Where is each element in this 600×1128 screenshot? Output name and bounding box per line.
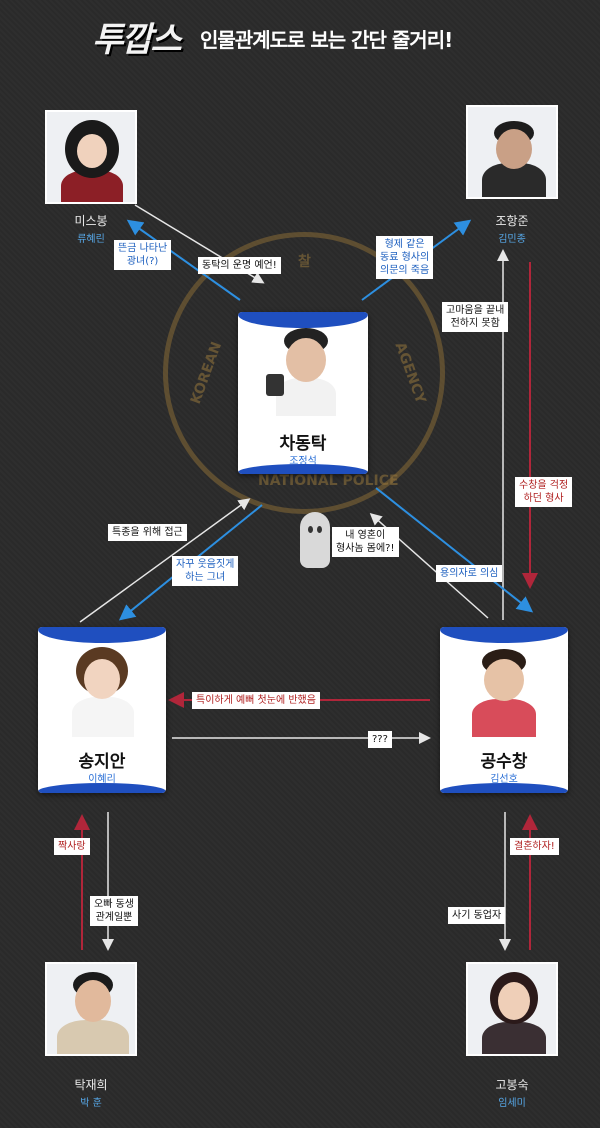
ghost-eye-left — [308, 526, 313, 533]
portrait-songjian — [54, 645, 150, 737]
name-gobongsuk: 고봉숙 — [495, 1078, 529, 1092]
portrait-chadongtak — [258, 326, 350, 416]
title-highlight: 간단 줄거리! — [351, 28, 453, 52]
label-misbong: 뜬금 나타난 광녀(?) — [114, 240, 172, 270]
card-band-top — [38, 627, 166, 643]
photo-gobongsuk — [466, 962, 558, 1056]
name-chadongtak: 차동탁 — [279, 434, 327, 454]
label-unknown: ??? — [368, 731, 392, 748]
title-prefix: 인물관계도로 보는 — [200, 28, 352, 52]
ghost-icon — [300, 512, 330, 568]
label-prophecy: 동탁의 운명 예언! — [198, 257, 281, 274]
label-scoop: 특종을 위해 접근 — [108, 524, 187, 541]
actor-johangjun: 김민종 — [498, 234, 526, 245]
label-doubt: 용의자로 의심 — [436, 565, 503, 582]
portrait-gongsuchang — [456, 645, 552, 737]
photo-takjaehee — [45, 962, 137, 1056]
arrow-chadongtak-to-misbong — [126, 219, 241, 301]
figure-face — [75, 980, 111, 1022]
figure-body — [482, 1022, 546, 1054]
label-love: 특이하게 예뻐 첫눈에 반했음 — [192, 692, 320, 709]
label-fraud: 사기 동업자 — [448, 907, 506, 924]
name-gongsuchang: 공수창 — [480, 752, 528, 772]
page-title: 인물관계도로 보는 간단 줄거리! — [200, 24, 453, 53]
name-songjian: 송지안 — [78, 752, 126, 772]
actor-songjian: 이혜리 — [88, 774, 116, 785]
name-takjaehee: 탁재희 — [74, 1078, 108, 1092]
card-band-bottom — [440, 783, 568, 793]
card-chadongtak: 차동탁 조정석 — [238, 312, 368, 474]
emblem-text-bottom: NATIONAL POLICE — [258, 473, 399, 489]
figure-face — [496, 129, 532, 169]
actor-chadongtak: 조정석 — [289, 456, 317, 467]
label-marry: 결혼하자! — [510, 838, 559, 855]
name-misbong: 미스봉 — [74, 214, 108, 228]
card-gongsuchang: 공수창 김선호 — [440, 627, 568, 793]
arrow-songjian-to-chadongtak — [79, 498, 251, 623]
figure-face — [77, 134, 107, 168]
emblem-text-top: 찰 — [298, 254, 311, 270]
figure-body — [57, 1020, 129, 1054]
arrow-chadongtak-to-gongsuchang — [375, 487, 534, 613]
title-bar: 투깝스 인물관계도로 보는 간단 줄거리! — [0, 0, 600, 62]
actor-takjaehee: 박 훈 — [80, 1098, 102, 1109]
figure-face — [498, 982, 530, 1020]
label-laugh: 자꾸 웃음짓게 하는 그녀 — [172, 556, 239, 586]
card-band-top — [440, 627, 568, 643]
label-death: 형제 같은 동료 형사의 의문의 죽음 — [376, 236, 434, 279]
photo-misbong — [45, 110, 137, 204]
ghost-eye-right — [317, 526, 322, 533]
card-band-bottom — [238, 464, 368, 474]
label-sibling: 오빠 동생 관계일뿐 — [90, 896, 138, 926]
label-suspect-worry: 수창을 걱정 하던 형사 — [515, 477, 573, 507]
actor-gongsuchang: 김선호 — [490, 774, 518, 785]
label-soul: 내 영혼이 형사놈 몸에?! — [332, 527, 399, 557]
label-crush: 짝사랑 — [54, 838, 90, 855]
label-thanks: 고마움을 끝내 전하지 못함 — [442, 302, 509, 332]
name-johangjun: 조항준 — [495, 214, 529, 228]
actor-misbong: 류혜린 — [77, 234, 105, 245]
photo-johangjun — [466, 105, 558, 199]
show-logo: 투깝스 — [92, 20, 182, 60]
card-band-top — [238, 312, 368, 328]
actor-gobongsuk: 임세미 — [498, 1098, 526, 1109]
card-band-bottom — [38, 783, 166, 793]
police-emblem: 찰 KOREAN AGENCY NATIONAL POLICE — [163, 232, 445, 514]
card-songjian: 송지안 이혜리 — [38, 627, 166, 793]
